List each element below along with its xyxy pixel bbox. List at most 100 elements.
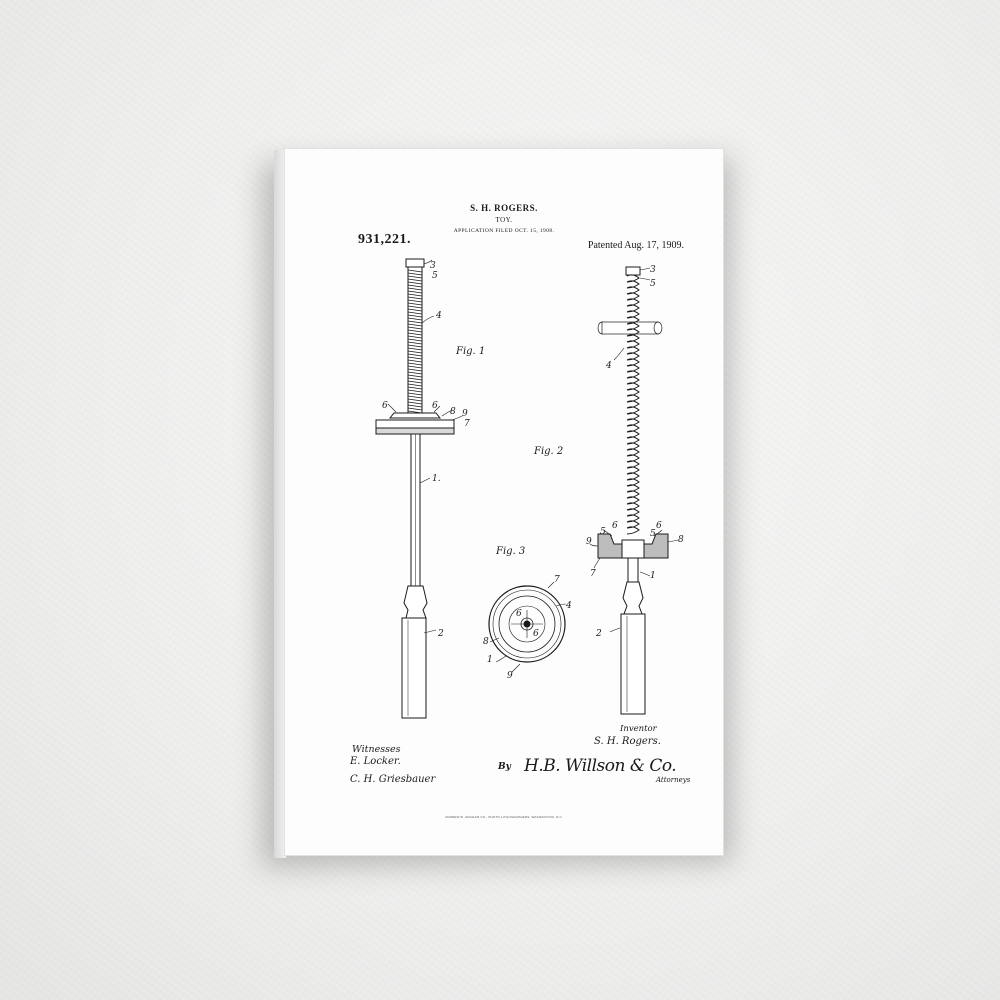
thread-line xyxy=(407,374,423,378)
spiral-coil xyxy=(626,352,640,361)
thread-line xyxy=(407,317,423,321)
fig2-label-4: 4 xyxy=(605,361,612,371)
spiral-coil xyxy=(626,442,640,451)
label-2: 2 xyxy=(437,629,444,639)
thread-line xyxy=(407,350,423,354)
spiral-coil xyxy=(626,484,640,493)
thread-line xyxy=(407,311,423,315)
spiral-coil xyxy=(626,388,640,397)
spiral-coil xyxy=(626,376,640,385)
spiral-coil xyxy=(626,394,640,403)
spiral-coil xyxy=(626,424,640,433)
spiral-coil xyxy=(626,460,640,469)
spiral-coil xyxy=(626,316,640,325)
fig3-label-9: 9 xyxy=(507,671,513,681)
spiral-coil xyxy=(626,298,640,307)
spiral-coil xyxy=(626,466,640,475)
invention-title: TOY. xyxy=(495,216,513,224)
spiral-coil xyxy=(626,334,640,343)
thread-line xyxy=(407,302,423,306)
spiral-coil xyxy=(626,478,640,487)
thread-line xyxy=(407,299,423,303)
thread-line xyxy=(407,290,423,294)
spiral-coil xyxy=(626,430,640,439)
fig2-label-5b: 5 xyxy=(600,527,606,537)
spiral-coil xyxy=(626,502,640,511)
spiral-coil xyxy=(626,364,640,373)
label-4: 4 xyxy=(435,311,442,321)
spiral-coil xyxy=(626,370,640,379)
thread-line xyxy=(407,344,423,348)
label-7: 7 xyxy=(464,419,470,429)
thread-line xyxy=(407,353,423,357)
figure-1-drawing xyxy=(375,258,455,719)
patent-number: 931,221. xyxy=(358,232,411,247)
spiral-coil xyxy=(626,304,640,313)
thread-line xyxy=(407,371,423,375)
fig2-label-5c: 5 xyxy=(650,529,656,539)
fig2-label-6: 6 xyxy=(612,521,618,531)
thread-line xyxy=(407,407,423,411)
spiral-coil xyxy=(626,274,640,283)
spiral-coil xyxy=(626,286,640,295)
fig-2-text: Fig. 2 xyxy=(533,446,563,457)
thread-line xyxy=(407,287,423,291)
fig-3-text: Fig. 3 xyxy=(495,546,525,557)
spiral-coil xyxy=(626,292,640,301)
thread-line xyxy=(407,278,423,282)
fig3-label-4: 4 xyxy=(565,601,572,611)
spiral-coil xyxy=(626,418,640,427)
fig-3-caption: Fig. 3 xyxy=(495,546,525,557)
witness-2-signature: C. H. Griesbauer xyxy=(350,774,436,785)
fig2-label-1: 1 xyxy=(650,571,656,581)
label-5: 5 xyxy=(432,271,438,281)
thread-line xyxy=(407,314,423,318)
label-6b: 6 xyxy=(432,401,438,411)
thread-line xyxy=(407,332,423,336)
spiral-coil xyxy=(626,412,640,421)
spiral-coil xyxy=(626,436,640,445)
fig2-label-8: 8 xyxy=(678,535,684,545)
spiral-coil xyxy=(626,358,640,367)
fig3-label-6b: 6 xyxy=(533,629,539,639)
inventor-name-heading: S. H. ROGERS. xyxy=(470,203,538,213)
thread-line xyxy=(407,308,423,312)
witness-1-signature: E. Locker. xyxy=(350,756,401,767)
thread-line xyxy=(407,323,423,327)
thread-line xyxy=(407,365,423,369)
inventor-signature: S. H. Rogers. xyxy=(594,736,661,747)
label-3: 3 xyxy=(430,261,436,271)
fig2-label-3: 3 xyxy=(650,265,656,275)
thread-line xyxy=(407,305,423,309)
thread-line xyxy=(407,380,423,384)
spiral-coil xyxy=(626,454,640,463)
patent-canvas-print: 3 5 4 6 6 8 9 7 1. 2 Fig. 1 Fig. 2 Fig. … xyxy=(284,148,724,856)
inventor-label: Inventor xyxy=(620,724,657,734)
thread-line xyxy=(407,269,423,273)
printer-footer: ANDREW B. GRAHAM CO., PHOTO-LITHOGRAPHER… xyxy=(445,815,563,819)
spiral-coil xyxy=(626,382,640,391)
thread-line xyxy=(407,335,423,339)
fig-1-caption: Fig. 1 xyxy=(455,346,485,357)
spiral-coil xyxy=(626,322,640,331)
label-6: 6 xyxy=(382,401,388,411)
attorneys-label: Attorneys xyxy=(656,776,691,784)
fig2-label-2: 2 xyxy=(595,629,602,639)
spiral-coil xyxy=(626,514,640,523)
fig-2-caption: Fig. 2 xyxy=(533,446,563,457)
spiral-coil xyxy=(626,328,640,337)
thread-line xyxy=(407,404,423,408)
fig3-label-6: 6 xyxy=(516,609,522,619)
thread-line xyxy=(407,368,423,372)
thread-line xyxy=(407,356,423,360)
fig2-label-7: 7 xyxy=(590,569,596,579)
figure-2-drawing xyxy=(597,266,669,715)
spiral-coil xyxy=(626,490,640,499)
spiral-coil xyxy=(626,472,640,481)
thread-line xyxy=(407,359,423,363)
spiral-coil xyxy=(626,406,640,415)
fig3-label-8: 8 xyxy=(483,637,489,647)
fig-1-text: Fig. 1 xyxy=(455,346,485,357)
thread-line xyxy=(407,383,423,387)
spiral-coil xyxy=(626,400,640,409)
